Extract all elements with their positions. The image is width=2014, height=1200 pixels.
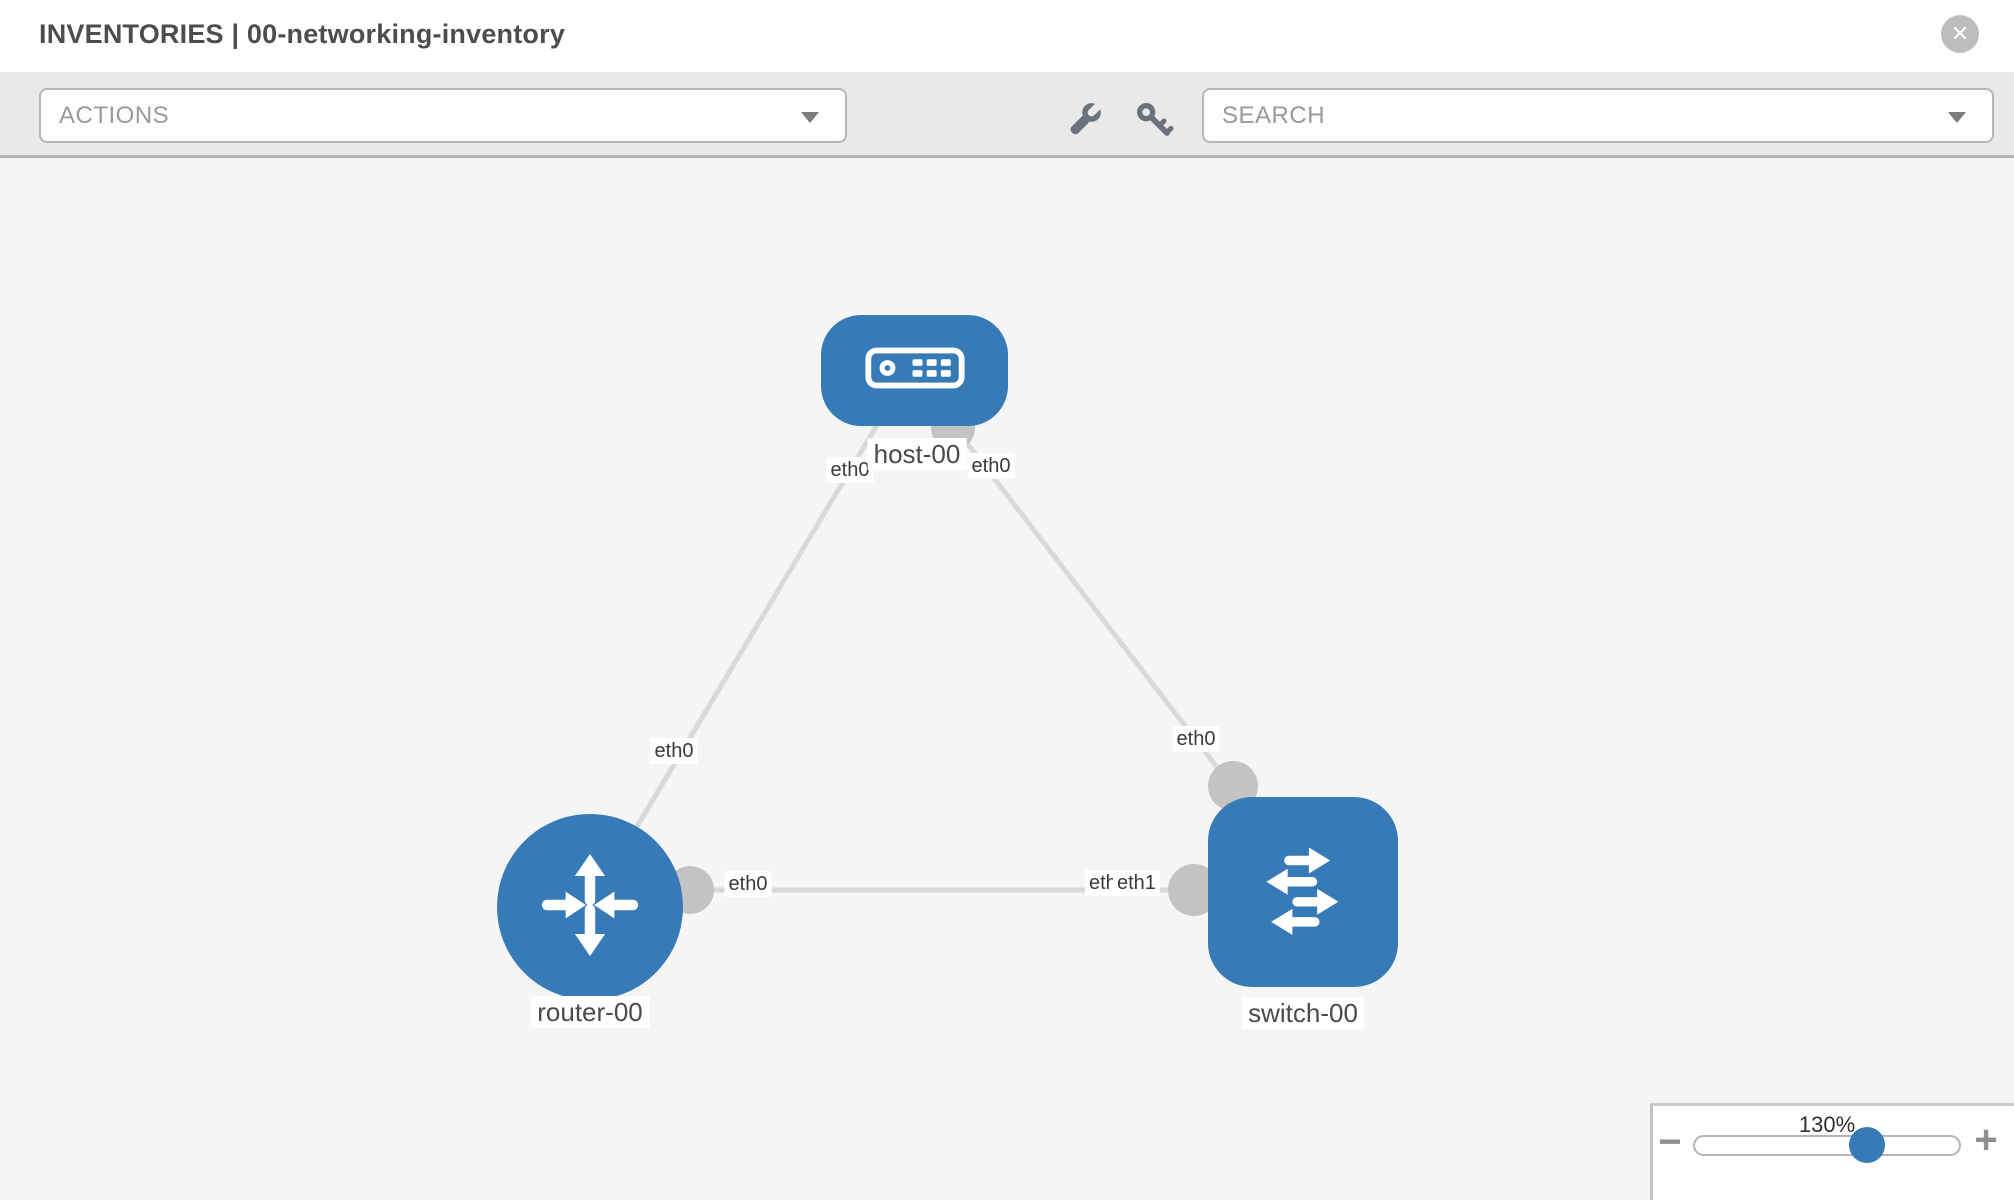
node-switch-00[interactable] [1208, 797, 1398, 987]
node-label-router: router-00 [531, 996, 649, 1028]
zoom-in-button[interactable]: + [1974, 1118, 1998, 1162]
search-dropdown-label: SEARCH [1222, 102, 1326, 129]
iface-label: eth0 [826, 457, 874, 483]
toolbar: ACTIONS SEARCH [0, 72, 2014, 158]
iface-label: eth0 [724, 871, 772, 897]
window-header: INVENTORIES | 00-networking-inventory ✕ [0, 0, 2014, 72]
topology-canvas[interactable]: eth0 eth0 eth0 eth0 eth0 eth0 eth1 host-… [0, 158, 2014, 1200]
topology-links [590, 393, 1319, 916]
zoom-out-button[interactable]: − [1658, 1120, 1682, 1164]
iface-label: eth0 [967, 453, 1015, 479]
actions-dropdown[interactable]: ACTIONS [39, 88, 847, 143]
actions-dropdown-label: ACTIONS [59, 102, 170, 129]
zoom-panel: 130% − + [1650, 1103, 2014, 1200]
chevron-down-icon [801, 112, 819, 123]
switch-icon [1244, 831, 1362, 954]
wrench-icon[interactable] [1064, 99, 1105, 140]
zoom-slider-thumb[interactable] [1849, 1127, 1885, 1163]
zoom-level-value: 130% [1798, 1112, 1856, 1137]
node-label-switch: switch-00 [1242, 997, 1364, 1029]
iface-label: eth1 [1113, 870, 1160, 896]
node-host-00[interactable] [821, 315, 1008, 426]
host-server-icon [864, 347, 965, 394]
router-icon [532, 847, 648, 968]
node-label-host: host-00 [867, 438, 967, 470]
node-router-00[interactable] [497, 814, 683, 1000]
search-dropdown[interactable]: SEARCH [1202, 88, 1994, 143]
iface-label: eth0 [650, 738, 698, 764]
page-title: INVENTORIES | 00-networking-inventory [39, 19, 566, 49]
chevron-down-icon [1948, 112, 1966, 123]
key-icon[interactable] [1134, 100, 1174, 140]
zoom-slider-track[interactable] [1693, 1135, 1961, 1156]
close-icon[interactable]: ✕ [1941, 15, 1979, 53]
interface-endpoint-switch-left [1168, 864, 1220, 916]
iface-label: eth0 [1172, 726, 1220, 752]
